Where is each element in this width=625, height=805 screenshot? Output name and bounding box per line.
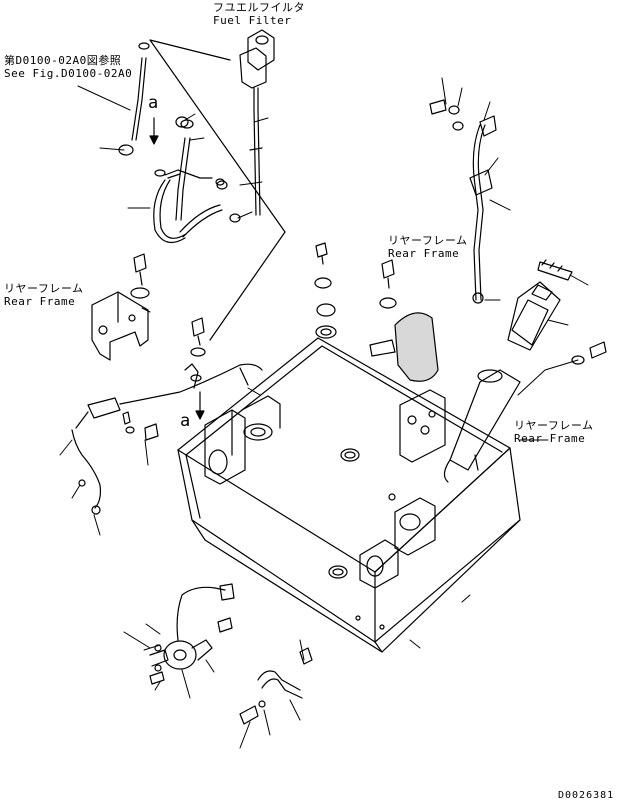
- rear-frame-label-left-en: Rear Frame: [4, 295, 76, 308]
- rear-frame-label-left-jp: リヤーフレーム: [4, 282, 84, 295]
- rear-frame-label-center-jp: リヤーフレーム: [388, 234, 468, 247]
- sender-unit: [149, 583, 313, 725]
- fuel-filter-label-jp: フユエルフイルタ: [213, 1, 305, 14]
- fuel-sensor-harness: [71, 363, 263, 515]
- fasteners: [125, 99, 607, 441]
- rear-frame-label-center-en: Rear Frame: [388, 247, 460, 260]
- reference-letter-top: a: [148, 93, 159, 113]
- left-bracket: [91, 291, 149, 361]
- fuel-filter-label-en: Fuel Filter: [213, 14, 292, 27]
- leader-lines: [59, 77, 589, 749]
- rear-frame-label-right-en: Rear Frame: [514, 432, 586, 445]
- reference-letter-bottom: a: [180, 411, 191, 431]
- filler-neck: [443, 259, 573, 483]
- fuel-tank: [177, 337, 521, 653]
- rear-frame-label-right-jp: リヤーフレーム: [514, 419, 594, 432]
- reference-arrows: [149, 117, 205, 420]
- drawing-code: D0026381: [558, 790, 615, 801]
- rear-frame-plate: [394, 312, 439, 382]
- see-figure-label-jp: 第D0100-02A0図参照: [4, 54, 122, 67]
- fuel-lines: [118, 39, 497, 341]
- fuel-filter: [239, 29, 275, 216]
- see-figure-label-en: See Fig.D0100-02A0: [4, 67, 133, 80]
